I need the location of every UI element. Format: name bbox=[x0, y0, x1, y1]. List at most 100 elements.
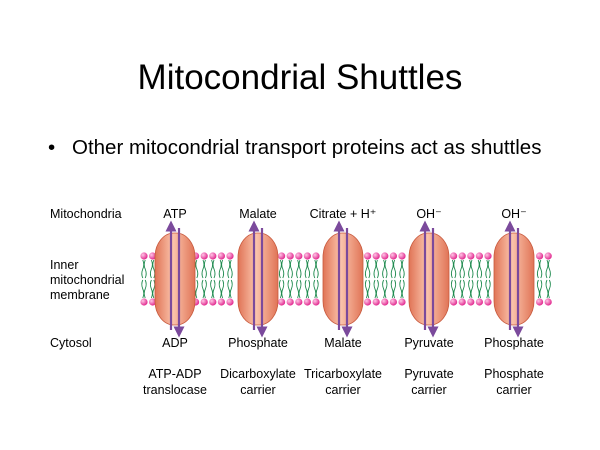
lipid-tail bbox=[298, 259, 302, 279]
lipid-tail bbox=[289, 259, 293, 279]
lipid-head bbox=[312, 252, 320, 260]
lipid-tail bbox=[221, 259, 225, 279]
lipid-head bbox=[398, 298, 406, 306]
lipid-tail bbox=[281, 279, 285, 299]
lipid-head bbox=[458, 252, 466, 260]
lipid-tail bbox=[296, 279, 300, 299]
lipid-head bbox=[467, 252, 475, 260]
lipid-head bbox=[484, 252, 492, 260]
label-inner-line2: mitochondrial bbox=[50, 273, 125, 287]
lipid-tail bbox=[453, 279, 457, 299]
lipid-head bbox=[536, 252, 544, 260]
lipid-head bbox=[278, 298, 286, 306]
lipid-tail bbox=[203, 279, 207, 299]
carrier-5-bottom: Phosphate bbox=[484, 336, 544, 350]
lipid-tail bbox=[545, 279, 549, 299]
carrier-1-top: ATP bbox=[163, 207, 187, 221]
lipid-head bbox=[286, 298, 294, 306]
carrier-4-top: OH⁻ bbox=[416, 207, 442, 221]
carrier-2-bottom: Phosphate bbox=[228, 336, 288, 350]
lipid-head bbox=[458, 298, 466, 306]
lipid-head bbox=[217, 252, 225, 260]
lipid-tail bbox=[149, 259, 153, 279]
lipid-tail bbox=[296, 259, 300, 279]
lipid-head bbox=[286, 252, 294, 260]
lipid-tail bbox=[212, 259, 216, 279]
lipid-tail bbox=[364, 279, 368, 299]
lipid-head bbox=[226, 298, 234, 306]
lipid-tail bbox=[289, 279, 293, 299]
lipid-tail bbox=[461, 259, 465, 279]
lipid-tails bbox=[141, 259, 551, 299]
carrier-body bbox=[493, 232, 535, 326]
carrier-4-bottom: Pyruvate bbox=[404, 336, 454, 350]
lipid-tail bbox=[227, 279, 231, 299]
carrier-protein-4 bbox=[408, 220, 450, 338]
lipid-tail bbox=[143, 279, 147, 299]
carrier-5-top: OH⁻ bbox=[501, 207, 527, 221]
lipid-head bbox=[278, 252, 286, 260]
lipid-head bbox=[450, 252, 458, 260]
lipid-tail bbox=[278, 259, 282, 279]
lipid-tail bbox=[485, 259, 489, 279]
lipid-tail bbox=[468, 259, 472, 279]
lipid-tail bbox=[141, 259, 145, 279]
lipid-tail bbox=[390, 279, 394, 299]
lipid-tail bbox=[393, 279, 397, 299]
lipid-tail bbox=[479, 279, 483, 299]
lipid-tail bbox=[468, 279, 472, 299]
lipid-tail bbox=[450, 259, 454, 279]
lipid-tail bbox=[487, 259, 491, 279]
lipid-tail bbox=[401, 259, 405, 279]
lipid-head bbox=[140, 252, 148, 260]
lipid-tail bbox=[364, 259, 368, 279]
lipid-head bbox=[381, 252, 389, 260]
lipid-tail bbox=[547, 279, 551, 299]
lipid-tail bbox=[479, 259, 483, 279]
lipid-tail bbox=[470, 279, 474, 299]
lipid-head bbox=[149, 298, 157, 306]
lipid-head bbox=[312, 298, 320, 306]
lipid-head bbox=[398, 252, 406, 260]
bullet-text: Other mitocondrial transport proteins ac… bbox=[72, 136, 542, 159]
lipid-head bbox=[389, 252, 397, 260]
lipid-tail bbox=[304, 279, 308, 299]
lipid-head bbox=[303, 252, 311, 260]
lipid-tail bbox=[373, 279, 377, 299]
carrier-protein-1 bbox=[154, 220, 196, 338]
lipid-tail bbox=[221, 279, 225, 299]
lipid-tail bbox=[298, 279, 302, 299]
lipid-tail bbox=[367, 259, 371, 279]
lipid-tail bbox=[401, 279, 405, 299]
lipid-head bbox=[217, 298, 225, 306]
lipid-tail bbox=[476, 259, 480, 279]
carrier-body bbox=[322, 232, 364, 326]
lipid-tail bbox=[143, 259, 147, 279]
lipid-tail bbox=[313, 279, 317, 299]
lipid-tail bbox=[382, 259, 386, 279]
lipid-tail bbox=[375, 259, 379, 279]
lipid-tail bbox=[287, 279, 291, 299]
lipid-tail bbox=[315, 259, 319, 279]
lipid-head bbox=[372, 298, 380, 306]
lipid-tail bbox=[487, 279, 491, 299]
lipid-tail bbox=[201, 279, 205, 299]
lipid-tail bbox=[315, 279, 319, 299]
lipid-tail bbox=[307, 279, 311, 299]
lipid-tail bbox=[375, 279, 379, 299]
lipid-head bbox=[475, 252, 483, 260]
lipid-head bbox=[200, 298, 208, 306]
lipid-tail bbox=[470, 259, 474, 279]
lipid-head bbox=[467, 298, 475, 306]
lipid-head bbox=[140, 298, 148, 306]
lipid-tail bbox=[461, 279, 465, 299]
lipid-tail bbox=[393, 259, 397, 279]
lipid-tail bbox=[152, 259, 156, 279]
lipid-tail bbox=[152, 279, 156, 299]
